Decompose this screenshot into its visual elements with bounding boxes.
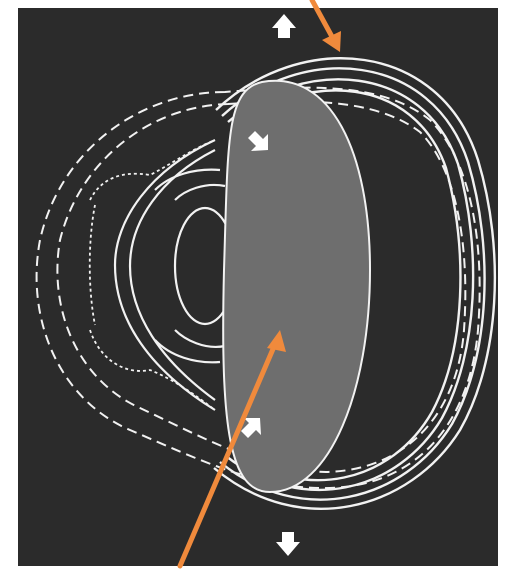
eye-diagram <box>0 0 510 570</box>
